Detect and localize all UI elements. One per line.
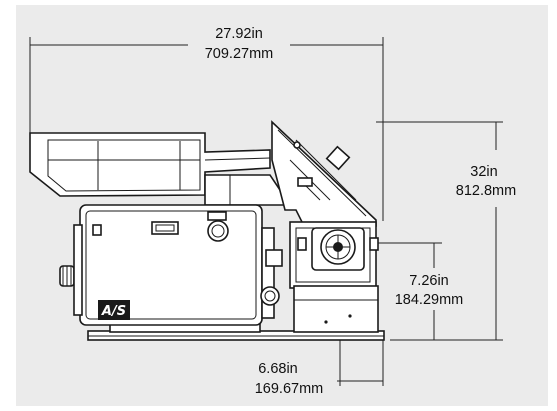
logo-text: A/S [101,304,126,319]
height-mm-label: 812.8mm [456,183,516,199]
cabinet-switch [92,224,102,236]
height-inches-label: 32in [470,164,497,180]
axis-offset-mm-label: 169.67mm [255,381,324,397]
axis-height-dimension: 7.26in 184.29mm [340,242,464,340]
cabinet-knob [207,220,229,242]
width-inches-label: 27.92in [215,26,263,42]
axis-offset-inches-label: 6.68in [258,361,298,377]
height-dimension: 32in 812.8mm [376,121,516,341]
machine-drawing: A/S [29,120,385,341]
hopper-tray [29,132,271,197]
feed-rotor [311,227,365,271]
connector-block [265,249,283,267]
axis-height-mm-label: 184.29mm [395,292,464,308]
logo: A/S [98,300,130,320]
cabinet-side [73,224,83,316]
width-dimension: 27.92in 709.27mm [29,26,384,221]
width-mm-label: 709.27mm [205,46,274,62]
axis-height-inches-label: 7.26in [409,273,449,289]
support-block [293,285,379,333]
cable-coil [260,286,280,306]
